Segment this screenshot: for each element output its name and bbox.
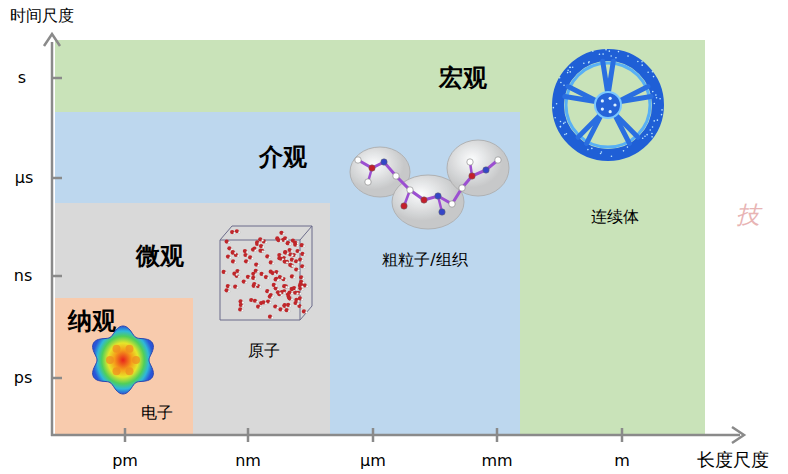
x-axis — [51, 434, 740, 437]
scale-item-label: 原子 — [248, 341, 280, 360]
scale-item-label: 连续体 — [591, 207, 639, 226]
tick-label: pm — [112, 451, 138, 470]
tick-label: μs — [15, 168, 34, 187]
tick-label: μm — [360, 451, 386, 470]
tick-mark — [124, 428, 127, 442]
tick-mark — [52, 77, 62, 80]
axis-arrow — [44, 34, 60, 46]
tick-mark — [496, 428, 499, 442]
micro-region: 微观原子 纳观电子 — [55, 203, 330, 435]
axes — [44, 34, 744, 443]
tick-mark — [247, 428, 250, 442]
tick-label: nm — [235, 451, 261, 470]
continuum-wheel — [553, 49, 663, 157]
tick-label: ns — [14, 266, 32, 285]
axis-arrow — [732, 427, 744, 443]
scale-heading: 微观 — [136, 242, 184, 271]
tick-mark — [372, 428, 375, 442]
axis-title: 长度尺度 — [697, 449, 769, 471]
scale-item-label: 电子 — [141, 403, 173, 422]
electron-atoms — [106, 345, 140, 376]
scale-item-label: 粗粒子/组织 — [382, 250, 467, 269]
tick-label: s — [18, 68, 26, 87]
watermark: 技 — [736, 201, 760, 230]
tick-label: mm — [481, 451, 512, 470]
atom-box — [220, 226, 312, 320]
tick-mark — [52, 275, 62, 278]
tick-mark — [621, 428, 624, 442]
scale-heading: 介观 — [259, 143, 307, 172]
axis-title: 时间尺度 — [10, 6, 74, 25]
coarse-grain-molecule — [350, 140, 509, 229]
tick-mark — [52, 377, 62, 380]
tick-label: m — [614, 451, 630, 470]
scale-heading: 宏观 — [439, 64, 487, 93]
tick-mark — [52, 177, 62, 180]
scale-heading: 纳观 — [68, 307, 116, 336]
tick-label: ps — [14, 368, 33, 387]
electron-cloud — [93, 326, 154, 394]
